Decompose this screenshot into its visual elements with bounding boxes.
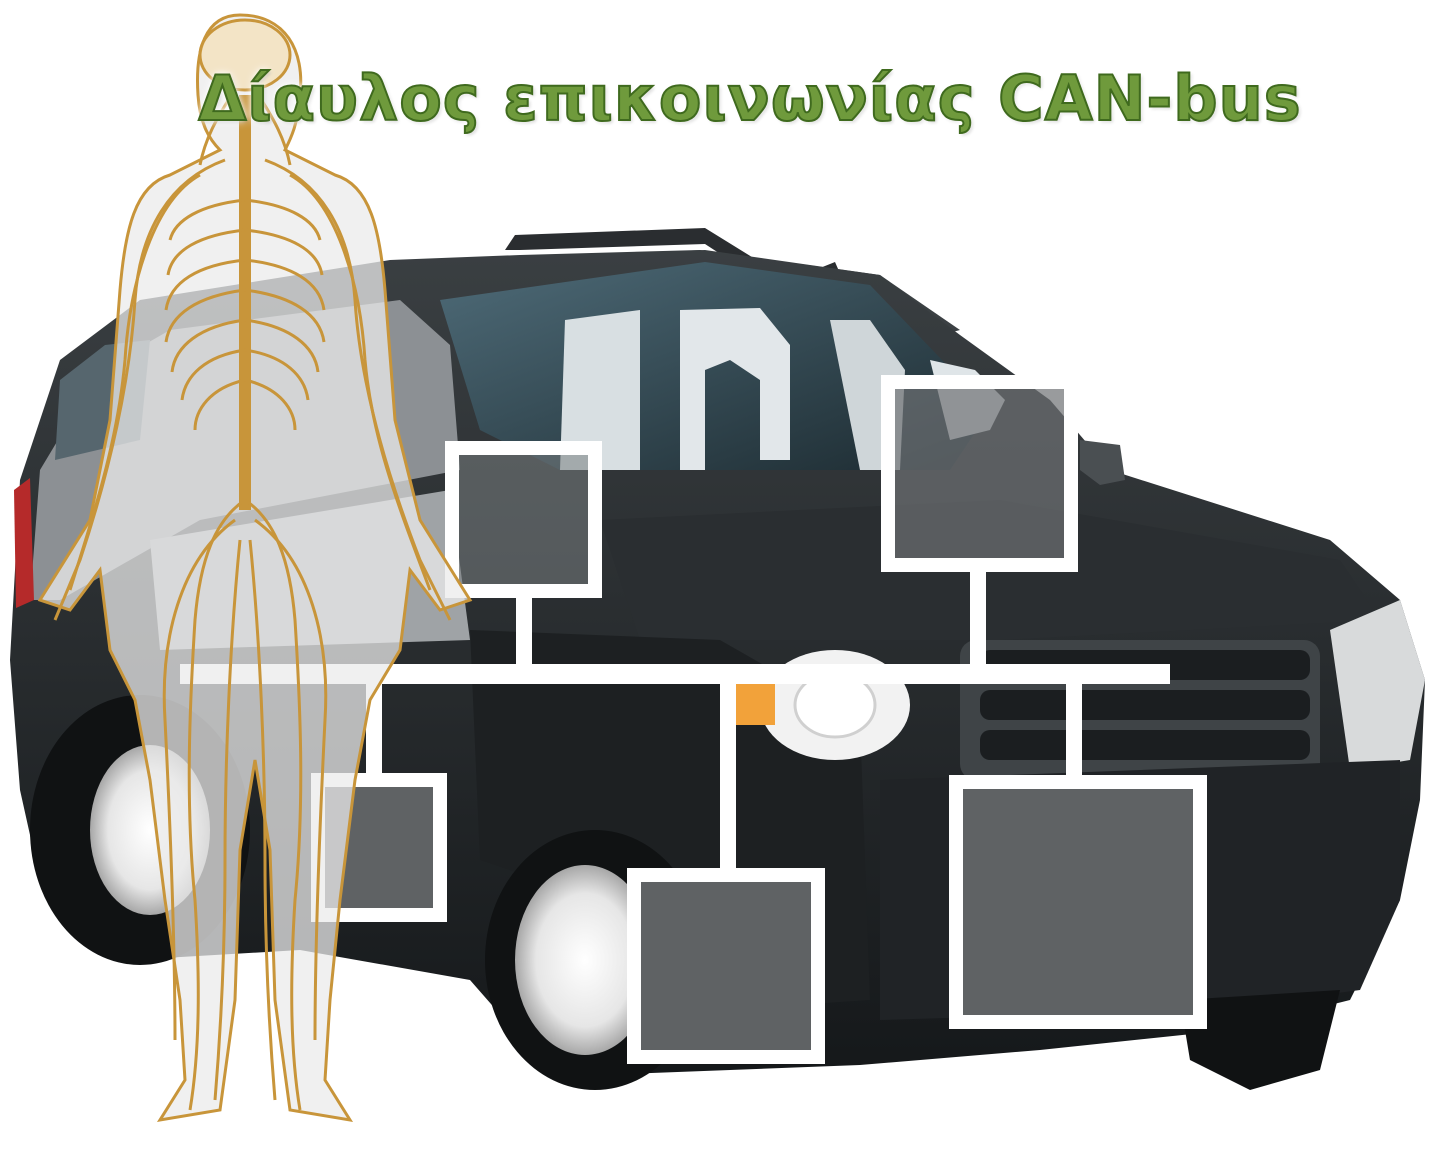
bus-node [956, 782, 1200, 1022]
bus-node [888, 382, 1071, 565]
bus-stub [720, 680, 736, 875]
front-grille [960, 640, 1320, 780]
bus-node [452, 448, 595, 591]
bus-node [634, 875, 818, 1057]
bus-stub [970, 570, 986, 670]
bus-stub [1066, 680, 1082, 780]
bus-stub [516, 595, 532, 670]
diagram-title: Δίαυλος επικοινωνίας CAN-bus [0, 62, 1441, 135]
